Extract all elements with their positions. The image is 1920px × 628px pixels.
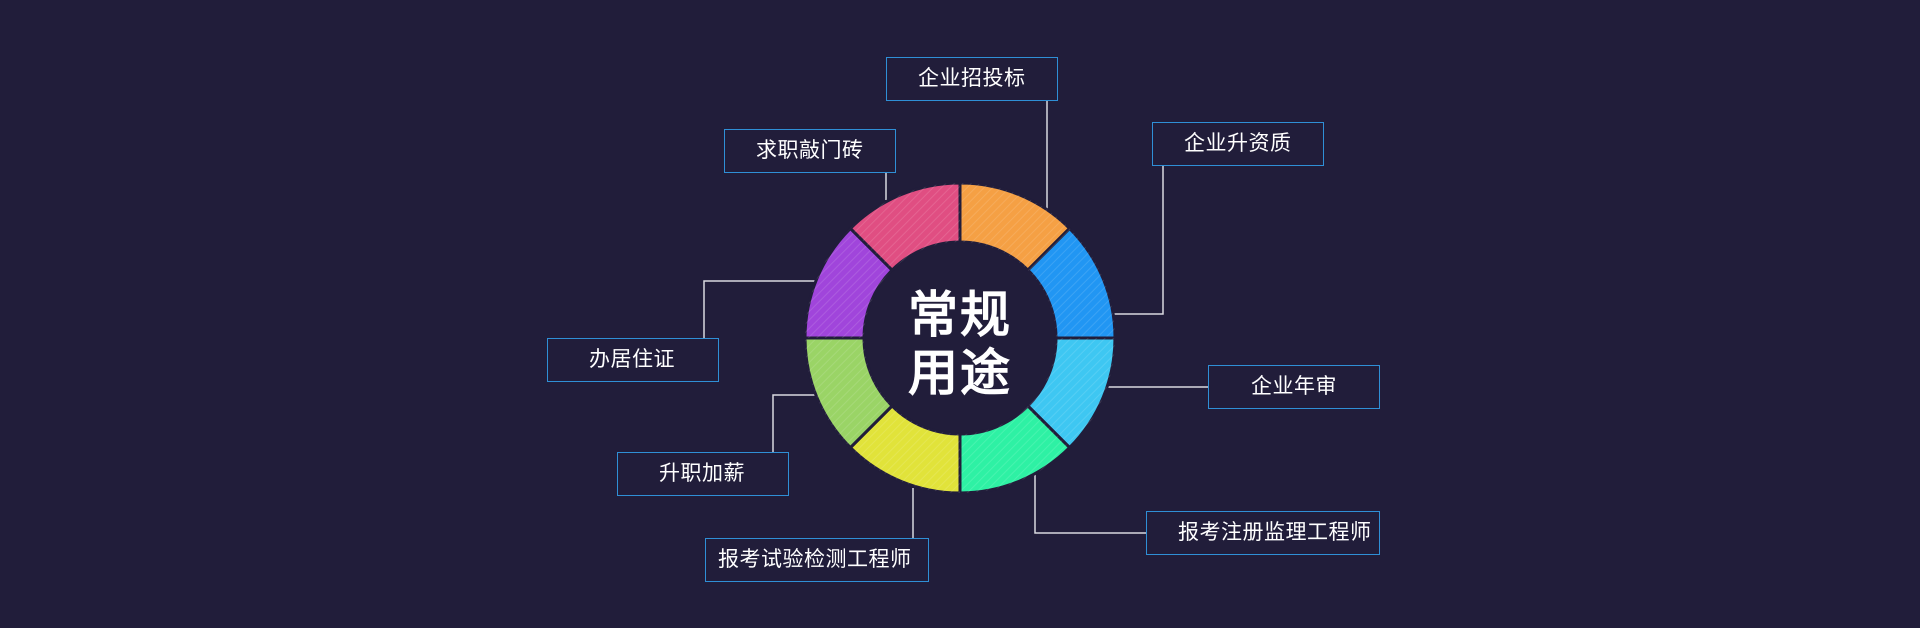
ring-segment-texture [850,405,960,493]
ring-segment-texture [1027,228,1115,338]
label-testing-engineer-exam: 报考试验检测工程师 [705,538,929,582]
ring-segment-texture [1027,338,1115,448]
label-promotion-raise: 升职加薪 [617,452,789,496]
ring-segment-texture [960,183,1070,271]
label-qualification-upgrade: 企业升资质 [1152,122,1324,166]
label-text: 报考试验检测工程师 [718,548,912,571]
label-text: 企业年审 [1251,375,1337,398]
ring-segment-texture [960,405,1070,493]
ring-segment-texture [805,338,893,448]
connector-qualification [1112,155,1164,315]
center-title: 常规 用途 [880,286,1040,402]
label-text: 升职加薪 [659,462,745,485]
center-title-line-1: 常规 [908,287,1012,343]
label-residence-permit: 办居住证 [547,338,719,382]
color-ring [803,181,1117,495]
label-supervision-engineer-exam: 报考注册监理工程师 [1146,511,1380,555]
label-bid-tender: 企业招投标 [886,57,1058,101]
connector-residence [703,280,815,338]
label-text: 办居住证 [589,348,675,371]
connector-supervision-exam [1034,470,1157,534]
label-text: 企业升资质 [1184,132,1292,155]
label-text: 报考注册监理工程师 [1178,521,1372,544]
connector-promotion [772,394,818,452]
ring-segment-texture [850,183,960,271]
label-annual-review: 企业年审 [1208,365,1380,409]
ring-segment-texture [805,228,893,338]
label-text: 企业招投标 [918,67,1026,90]
center-title-line-2: 用途 [908,345,1012,401]
label-job-seeking: 求职敲门砖 [724,129,896,173]
label-text: 求职敲门砖 [756,139,864,162]
